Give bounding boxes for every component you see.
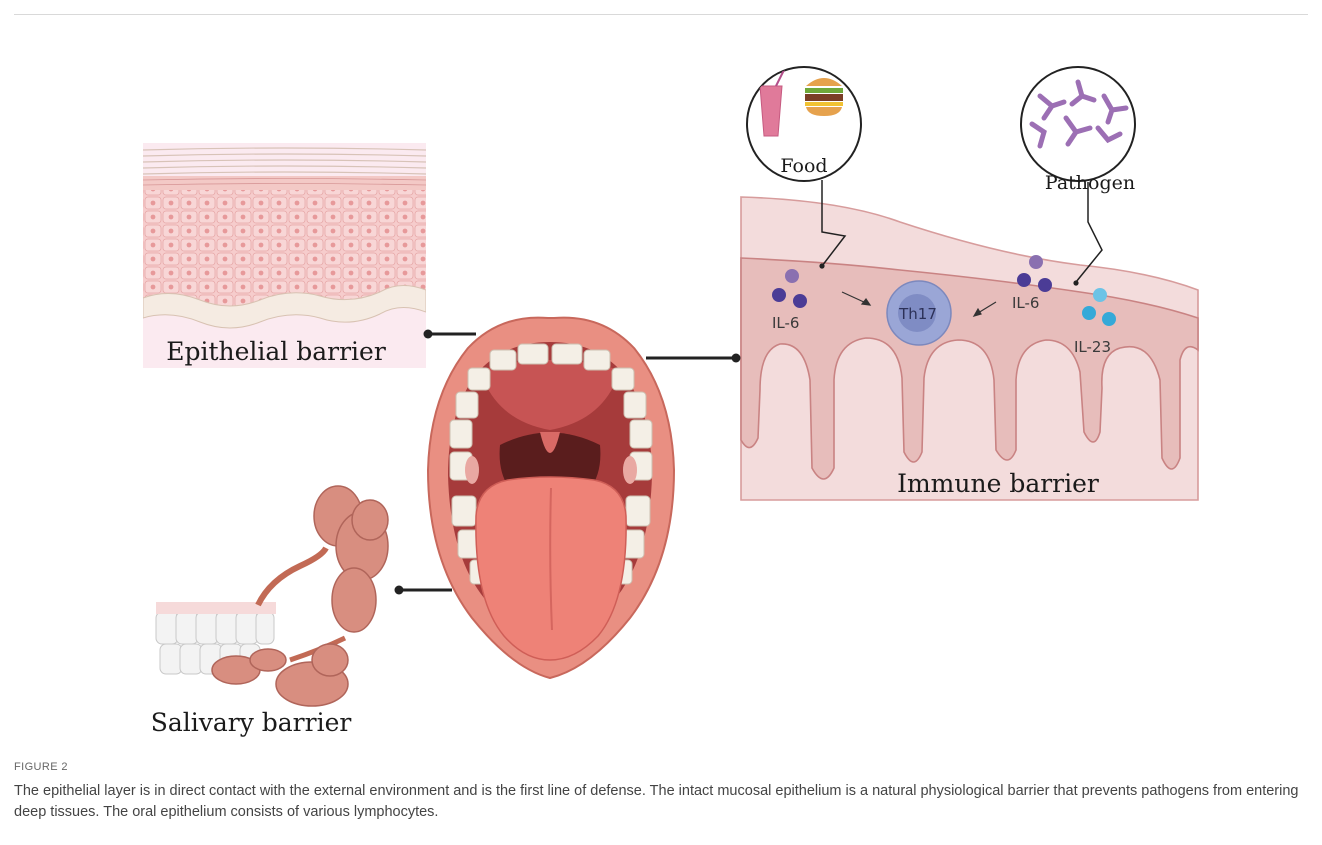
epithelial-barrier-label: Epithelial barrier <box>166 337 386 366</box>
connector-dot <box>424 330 433 339</box>
epithelial-panel <box>143 143 426 368</box>
salivary-panel <box>156 486 388 706</box>
salivary-duct <box>258 548 326 605</box>
il6-label-left: IL-6 <box>772 314 799 332</box>
food-bubble: Food <box>747 67 861 181</box>
spinous-layer <box>143 190 426 306</box>
pathogen-bubble: Pathogen <box>1021 67 1135 194</box>
figure-illustration: Epithelial barrier <box>0 0 1322 760</box>
pathogen-label: Pathogen <box>1045 172 1135 194</box>
open-mouth <box>428 318 674 678</box>
food-pointer-dot <box>819 263 824 268</box>
connector-dot <box>732 354 741 363</box>
il6-label-right: IL-6 <box>1012 294 1039 312</box>
immune-panel: Th17 IL-6 IL-6 IL-23 <box>741 67 1198 500</box>
th17-label: Th17 <box>898 305 937 323</box>
salivary-barrier-label: Salivary barrier <box>151 708 352 737</box>
immune-barrier-label: Immune barrier <box>897 469 1099 498</box>
il23-label: IL-23 <box>1074 338 1111 356</box>
left-tonsil <box>465 456 479 484</box>
pathogen-pointer-dot <box>1073 280 1078 285</box>
right-tonsil <box>623 456 637 484</box>
parotid-gland <box>314 486 388 632</box>
food-label: Food <box>780 155 827 177</box>
granular-layer <box>143 176 426 190</box>
figure-label: FIGURE 2 <box>14 761 1304 773</box>
caption-text: The epithelial layer is in direct contac… <box>14 781 1304 823</box>
figure-caption: FIGURE 2 The epithelial layer is in dire… <box>14 761 1304 823</box>
drink-icon <box>760 86 782 136</box>
connector-dot <box>395 586 404 595</box>
